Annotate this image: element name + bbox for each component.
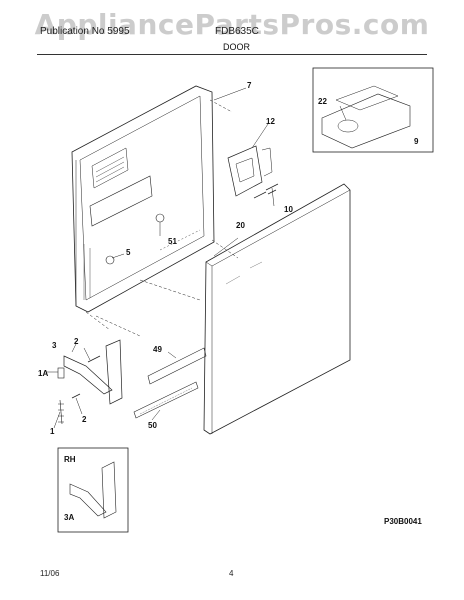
callout-51: 51 <box>168 237 177 246</box>
callout-9: 9 <box>414 137 419 146</box>
footer-page-number: 4 <box>229 569 234 578</box>
outer-door-panel <box>203 183 351 435</box>
inner-door-panel <box>71 85 215 313</box>
callout-12: 12 <box>266 117 275 126</box>
callout-20: 20 <box>236 221 245 230</box>
callout-49: 49 <box>153 345 162 354</box>
model-number: FDB635C <box>215 26 259 37</box>
callout-labels: 7 12 22 9 10 20 51 5 2 3 1A 49 2 1 50 RH… <box>38 81 419 522</box>
rh-inset-box <box>57 447 129 533</box>
footer-date: 11/06 <box>40 569 60 578</box>
callout-10: 10 <box>284 205 293 214</box>
detergent-dispenser <box>321 93 411 149</box>
spacer-1a <box>57 367 65 379</box>
handle-recess <box>89 175 153 227</box>
screw-2a <box>87 355 101 363</box>
figure-code: P30B0041 <box>384 517 422 526</box>
screw-10b <box>253 191 267 199</box>
callout-3: 3 <box>52 341 57 350</box>
screw-2b <box>71 393 81 399</box>
callout-3a: 3A <box>64 513 74 522</box>
callout-2a: 2 <box>74 337 79 346</box>
vent-grille <box>91 147 129 189</box>
clip-51 <box>155 213 165 223</box>
section-title: DOOR <box>223 42 250 52</box>
hinge-rh <box>69 483 107 517</box>
spring-1 <box>58 399 64 425</box>
callout-50: 50 <box>148 421 157 430</box>
callout-22: 22 <box>318 97 327 106</box>
latch-assembly <box>227 145 263 197</box>
callout-rh: RH <box>64 455 76 464</box>
header-rule <box>37 54 427 55</box>
callout-7: 7 <box>247 81 252 90</box>
callout-1: 1 <box>50 427 55 436</box>
callout-2b: 2 <box>82 415 87 424</box>
seal-strip-50 <box>133 381 199 419</box>
callout-5: 5 <box>126 248 131 257</box>
screw-10a <box>265 183 279 195</box>
callout-1a: 1A <box>38 369 48 378</box>
hinge-bracket <box>105 339 123 405</box>
watermark-logo: AppliancePartsPros.com <box>34 8 430 41</box>
grommet-5 <box>105 255 115 265</box>
seal-strip-49 <box>147 347 207 385</box>
publication-number: Publication No 5995 <box>40 26 130 37</box>
dispenser-inset-box <box>312 67 434 153</box>
hinge-arm <box>63 355 113 395</box>
